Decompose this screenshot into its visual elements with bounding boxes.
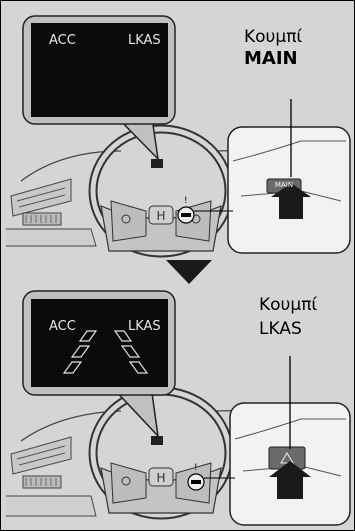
svg-text:H: H [156, 209, 165, 223]
top-display-acc-label: ACC [49, 33, 76, 48]
bottom-callout-bubble [23, 291, 175, 436]
down-arrow-icon [166, 260, 212, 284]
top-button-inset [228, 99, 350, 253]
svg-text:H: H [156, 471, 165, 485]
bottom-callout-line1: Κουμπί [259, 295, 317, 315]
bottom-steering-wheel: H [93, 391, 229, 515]
bottom-button-inset [230, 356, 350, 525]
top-display-lkas-label: LKAS [128, 33, 161, 48]
main-button-text: MAIN [269, 181, 299, 189]
svg-text:!: ! [194, 463, 198, 473]
top-callout-line1: Κουμπί [244, 27, 302, 47]
top-steering-wheel: H [93, 129, 229, 253]
top-callout-line2: MAIN [244, 49, 298, 69]
bottom-display-lkas-label: LKAS [128, 319, 161, 334]
svg-text:!: ! [184, 196, 188, 206]
bottom-display-acc-label: ACC [49, 319, 76, 334]
bottom-callout-line2: LKAS [259, 319, 302, 339]
